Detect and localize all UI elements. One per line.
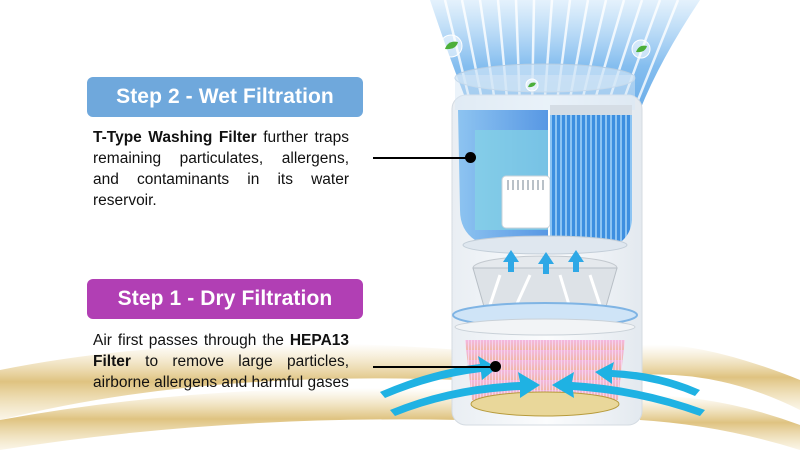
step1-description-text: to remove large particles, airborne alle… <box>93 353 349 391</box>
step1-connector-line <box>373 366 493 368</box>
step1-description-pre: Air first passes through the <box>93 332 290 349</box>
leaf-icon <box>525 78 539 92</box>
step2-filter-name: T-Type Washing Filter <box>93 129 257 146</box>
step2-description-text: further traps remaining particulates, al… <box>93 129 349 209</box>
leaf-icon <box>631 39 651 59</box>
step2-connector-dot <box>465 152 476 163</box>
leaf-icon <box>439 34 463 58</box>
step2-header: Step 2 - Wet Filtration <box>87 77 363 117</box>
step1-filter-name: HEPA13 Filter <box>93 332 349 370</box>
step1-header: Step 1 - Dry Filtration <box>87 279 363 319</box>
step1-description: Air first passes through the HEPA13 Filt… <box>93 330 349 393</box>
step2-description: T-Type Washing Filter further traps rema… <box>93 127 349 211</box>
step2-connector-line <box>373 157 470 159</box>
step1-connector-dot <box>490 361 501 372</box>
up-arrow-icon <box>503 250 584 274</box>
